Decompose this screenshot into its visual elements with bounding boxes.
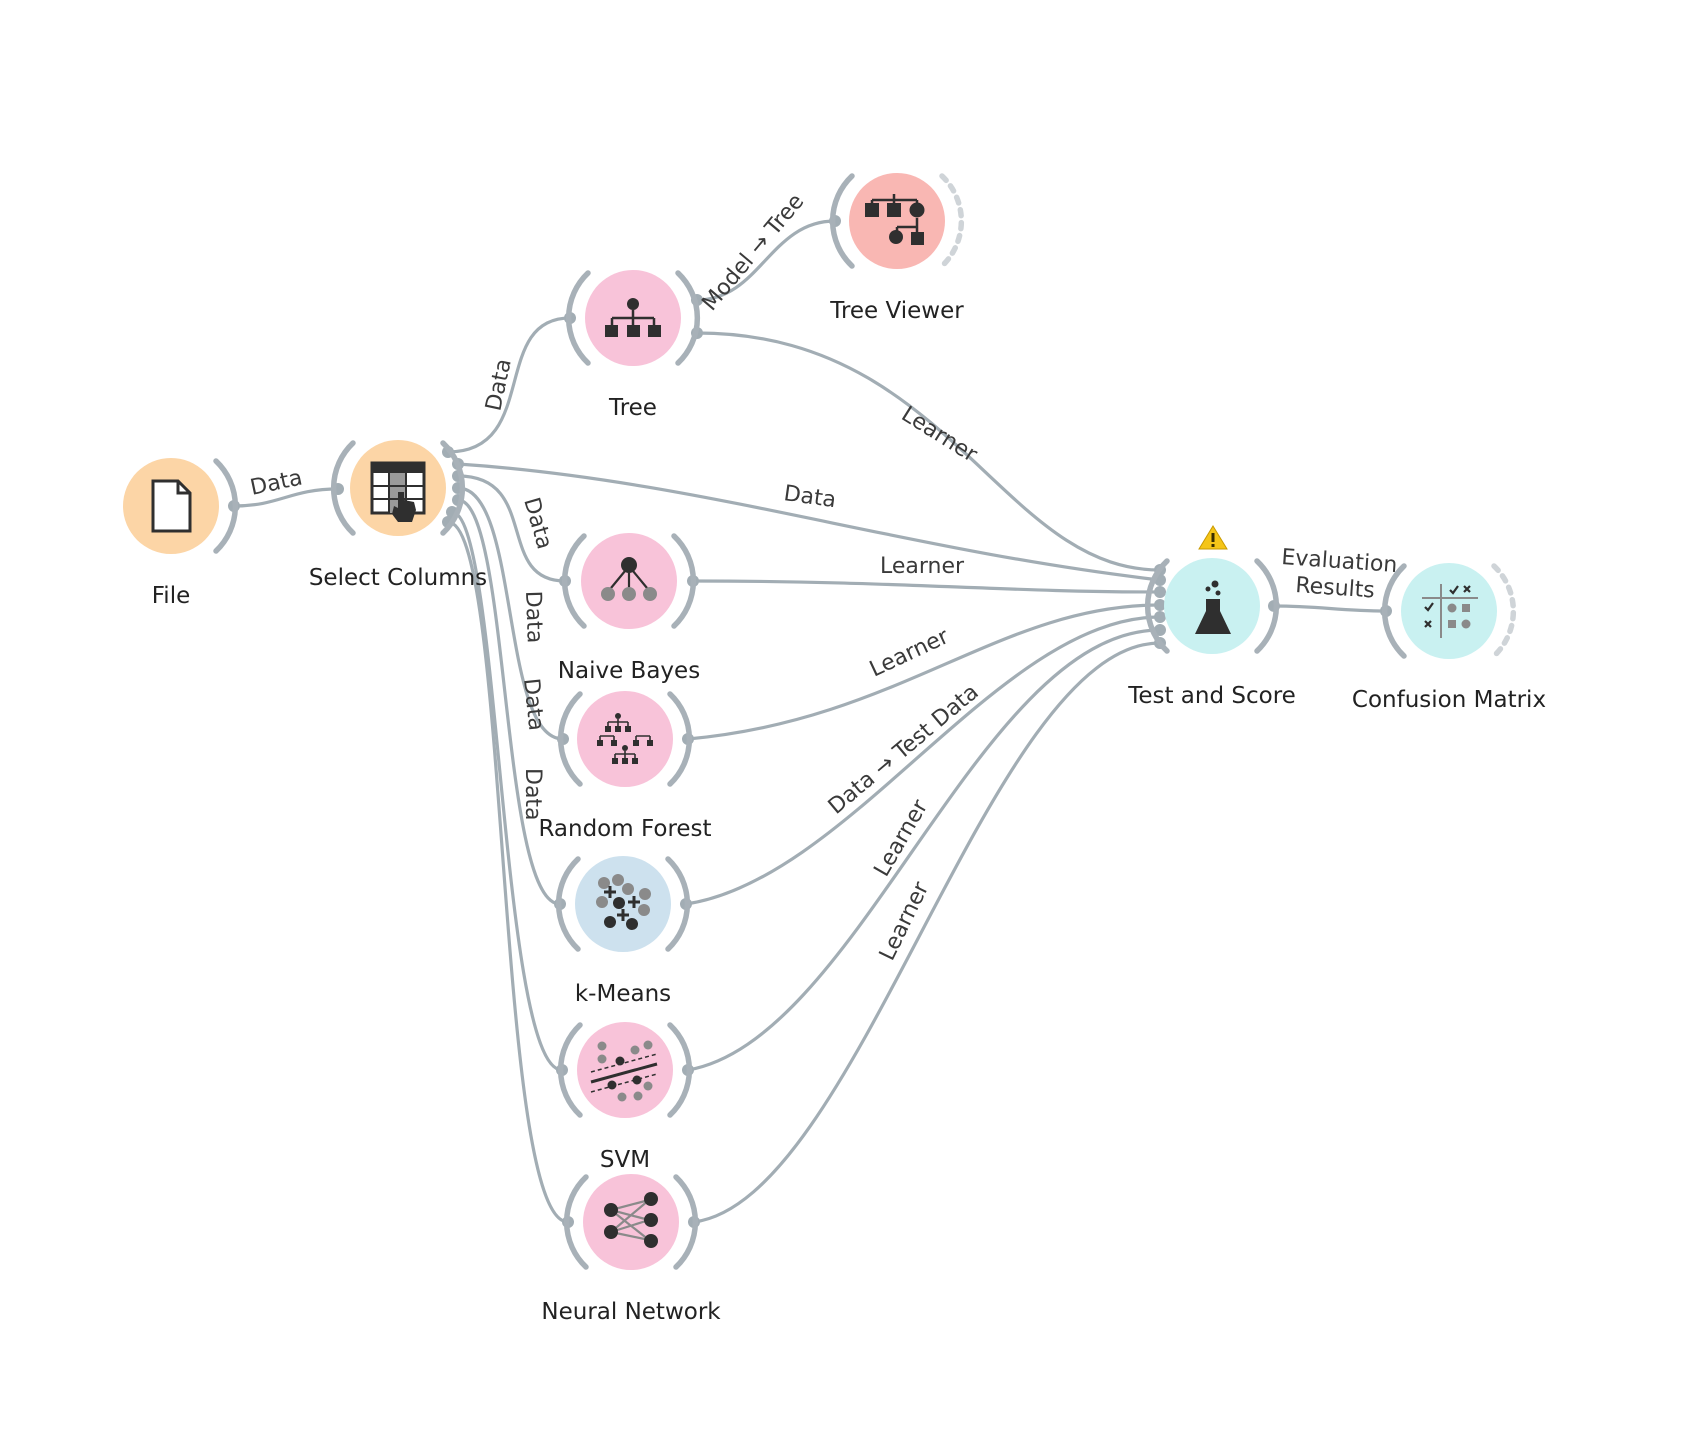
link-label-select-nb: Data — [518, 495, 557, 552]
node-test-and-score[interactable]: Test and Score — [1127, 525, 1296, 709]
node-neural-network-circle[interactable] — [583, 1174, 679, 1270]
link-anchor-dot — [1154, 624, 1166, 636]
k-means-icon — [596, 874, 651, 930]
tree-icon — [605, 298, 661, 337]
node-file-label: File — [152, 583, 191, 609]
node-k-means-output-bracket — [665, 856, 691, 952]
node-tree-viewer-input-bracket — [829, 173, 855, 269]
node-confusion-matrix[interactable]: Confusion Matrix — [1352, 563, 1546, 713]
link-label-tree-viewer: Model → Tree — [697, 189, 809, 316]
node-svm-output-bracket — [667, 1022, 693, 1118]
link-rf-test[interactable] — [687, 603, 1161, 741]
node-select-columns[interactable]: Select Columns — [309, 440, 487, 591]
node-random-forest-label: Random Forest — [538, 816, 711, 842]
links — [228, 215, 1392, 1228]
node-naive-bayes-label: Naive Bayes — [558, 658, 700, 684]
node-tree-viewer[interactable]: Tree Viewer — [829, 173, 964, 324]
node-confusion-matrix-output-bracket — [1491, 563, 1517, 659]
node-random-forest[interactable]: Random Forest — [538, 691, 712, 842]
node-random-forest-input-bracket — [557, 691, 583, 787]
link-select-km[interactable] — [457, 498, 561, 906]
tree-viewer-icon — [865, 194, 925, 245]
node-neural-network-label: Neural Network — [541, 1299, 721, 1325]
link-label-rf-test: Learner — [866, 624, 954, 683]
node-k-means-label: k-Means — [575, 981, 671, 1007]
link-label-select-km: Data — [518, 677, 548, 732]
node-confusion-matrix-input-bracket — [1381, 563, 1407, 659]
link-label-nb-test: Learner — [880, 554, 965, 579]
link-file-select[interactable] — [233, 487, 339, 508]
node-tree-input-bracket — [565, 270, 591, 366]
confusion-matrix-icon — [1422, 584, 1478, 638]
link-select-nb[interactable] — [457, 474, 566, 583]
node-naive-bayes-output-bracket — [671, 533, 697, 629]
neural-network-icon — [604, 1192, 658, 1248]
link-anchor-dot — [1154, 599, 1166, 611]
random-forest-icon — [597, 713, 653, 764]
node-tree-label: Tree — [608, 395, 657, 421]
node-k-means-input-bracket — [555, 856, 581, 952]
node-file-output-bracket — [213, 458, 239, 554]
link-label-eval-line2: Results — [1295, 573, 1376, 603]
node-k-means[interactable]: k-Means — [555, 856, 691, 1007]
link-nb-test[interactable] — [692, 579, 1161, 594]
node-select-columns-label: Select Columns — [309, 565, 487, 591]
node-svm-circle[interactable] — [577, 1022, 673, 1118]
link-select-test[interactable] — [457, 462, 1161, 582]
link-km-test[interactable] — [685, 615, 1161, 906]
node-svm[interactable]: SVM — [557, 1022, 693, 1173]
node-neural-network[interactable]: Neural Network — [541, 1174, 721, 1325]
link-label-km-test: Data → Test Data — [824, 680, 984, 820]
node-random-forest-circle[interactable] — [577, 691, 673, 787]
node-tree-output-bracket — [675, 270, 701, 366]
node-file[interactable]: File — [123, 458, 239, 609]
warning-icon[interactable] — [1198, 525, 1228, 550]
link-select-svm[interactable] — [451, 510, 563, 1072]
document-icon — [151, 479, 192, 533]
link-select-rf[interactable] — [457, 486, 564, 741]
node-tree-viewer-label: Tree Viewer — [829, 298, 964, 324]
link-label-select-rf: Data — [520, 590, 547, 643]
link-nn-test[interactable] — [693, 641, 1161, 1224]
svm-icon — [590, 1040, 658, 1102]
link-svm-test[interactable] — [687, 628, 1161, 1072]
node-naive-bayes-input-bracket — [561, 533, 587, 629]
link-tree-test[interactable] — [696, 331, 1161, 572]
node-random-forest-output-bracket — [667, 691, 693, 787]
link-label-select-svm: Data — [520, 768, 545, 821]
node-tree-viewer-circle[interactable] — [849, 173, 945, 269]
link-anchor-dot — [1154, 611, 1166, 623]
link-tree-treeviewer[interactable] — [696, 219, 836, 302]
node-neural-network-output-bracket — [673, 1174, 699, 1270]
node-select-columns-input-bracket — [330, 440, 356, 536]
flask-icon — [1195, 580, 1231, 634]
link-select-nn[interactable] — [447, 520, 569, 1224]
node-test-and-score-input-bracket — [1144, 558, 1170, 654]
node-tree-viewer-output-bracket — [939, 173, 965, 269]
link-select-tree[interactable] — [447, 316, 571, 454]
node-test-and-score-output-bracket — [1254, 558, 1280, 654]
link-label-tree-test: Learner — [897, 402, 982, 468]
node-naive-bayes[interactable]: Naive Bayes — [558, 533, 700, 684]
naive-bayes-icon — [601, 557, 657, 601]
node-svm-label: SVM — [600, 1147, 650, 1173]
link-label-select-test: Data — [782, 481, 837, 513]
table-select-icon — [370, 461, 426, 522]
link-label-select-tree: Data — [481, 357, 516, 414]
link-test-confusion[interactable] — [1273, 604, 1387, 613]
node-tree[interactable]: Tree — [565, 270, 701, 421]
node-test-and-score-label: Test and Score — [1127, 683, 1296, 709]
node-svm-input-bracket — [557, 1022, 583, 1118]
node-neural-network-input-bracket — [563, 1174, 589, 1270]
node-select-columns-output-bracket — [440, 440, 466, 536]
link-anchor-dot — [1154, 586, 1166, 598]
node-confusion-matrix-label: Confusion Matrix — [1352, 687, 1546, 713]
